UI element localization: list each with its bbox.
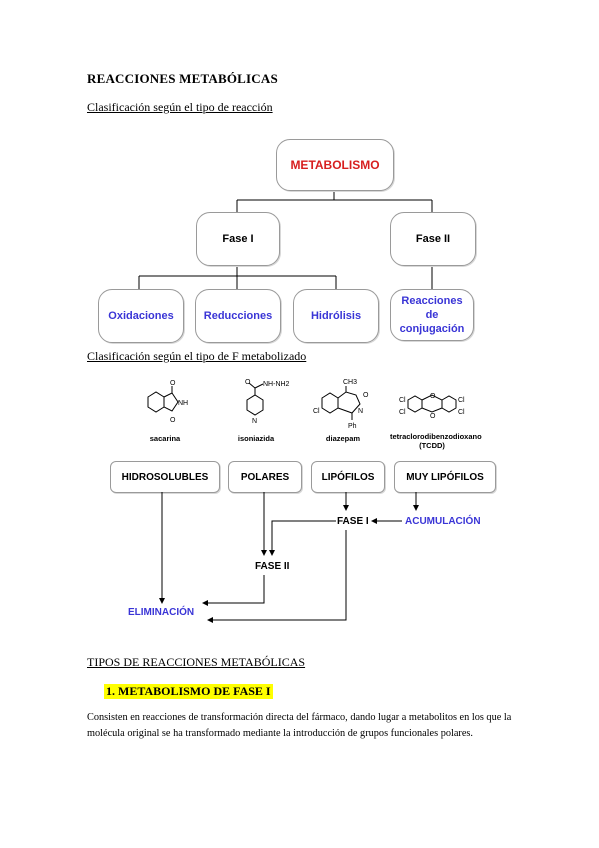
polares-box: POLARES [228,461,302,493]
dia-o-label: O [363,392,369,399]
section-heading: TIPOS DE REACCIONES METABÓLICAS [87,655,306,669]
fase2-label: FASE II [255,561,290,572]
subtitle-f-type: Clasificación según el tipo de F metabol… [87,349,307,363]
sac-so2-label: O [170,417,176,424]
reducciones-box: Reducciones [195,289,281,343]
tcdd-o1-label: O [430,393,436,400]
oxidaciones-box: Oxidaciones [98,289,184,343]
dia-cl-label: Cl [313,408,320,415]
muy-lipofilos-box: MUY LIPÓFILOS [394,461,496,493]
eliminacion-label: ELIMINACIÓN [128,607,195,618]
iso-nhnh2-label: NH-NH2 [263,381,290,388]
tcdd-ring3 [441,395,457,413]
fase1-box: Fase I [196,212,280,266]
dia-ph-label: Ph [348,423,357,430]
sac-nh-label: NH [178,400,188,407]
conjugacion-box: Reacciones de conjugación [390,289,474,341]
metabolismo-box: METABOLISMO [276,139,394,191]
paragraph: Consisten en reacciones de transformació… [87,712,512,739]
tcdd-cl1-label: Cl [399,397,406,404]
tcdd-o2-label: O [430,413,436,420]
tcdd-cl4-label: Cl [458,409,465,416]
hidrolisis-box: Hidrólisis [293,289,379,343]
acumulacion-label: ACUMULACIÓN [405,516,481,527]
dia-ch3-label: CH3 [343,379,357,386]
lipofilos-box: LIPÓFILOS [311,461,385,493]
fase2-box: Fase II [390,212,476,266]
sacarina-ring [163,392,179,412]
iso-o-label: O [245,379,251,386]
dia-n-label: N [358,408,363,415]
list-item-fase1: 1. METABOLISMO DE FASE I [104,684,273,699]
sacarina-label: sacarina [149,434,181,443]
isoniazida-label: isoniazida [237,434,275,443]
sac-o-label: O [170,380,176,387]
fase1-label: FASE I [337,516,369,527]
hidrosolubles-box: HIDROSOLUBLES [110,461,220,493]
subtitle-reaction-type: Clasificación según el tipo de reacción [87,100,273,114]
iso-n-label: N [252,418,257,425]
tcdd-cl2-label: Cl [399,409,406,416]
page-title: REACCIONES METABÓLICAS [87,71,278,86]
tcdd-cl3-label: Cl [458,397,465,404]
tcdd-label: tetraclorodibenzodioxano (TCDD) [390,432,482,450]
diazepam-label: diazepam [325,434,361,443]
